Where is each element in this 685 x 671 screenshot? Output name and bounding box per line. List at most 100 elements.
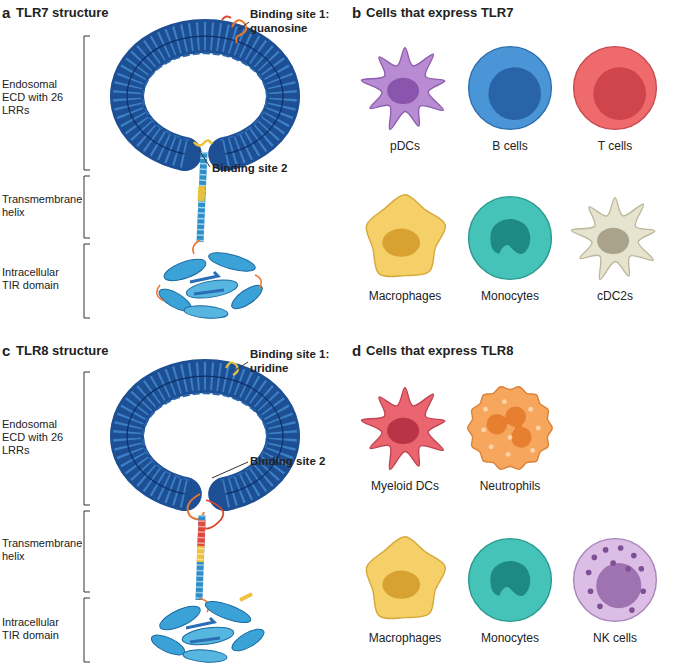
tm-helix-coil — [200, 152, 204, 242]
granule — [588, 588, 594, 594]
panel-letter: a — [2, 4, 16, 22]
cell-shape — [568, 533, 662, 627]
cell-shape — [463, 533, 557, 627]
binding-site-label: Binding site 2 — [250, 455, 350, 469]
cell-label: Macrophages — [350, 631, 460, 645]
cell-node: Neutrophils — [455, 381, 565, 493]
granule — [528, 407, 533, 412]
cell-nucleus — [488, 67, 541, 120]
cell-label: cDC2s — [560, 289, 670, 303]
cell-body — [574, 539, 657, 622]
cell-nucleus — [593, 67, 646, 120]
granule — [603, 547, 609, 553]
cell-shape — [463, 41, 557, 135]
granule — [639, 566, 645, 572]
cell-body — [469, 47, 552, 130]
cell-body — [469, 539, 552, 622]
cell-node: Macrophages — [350, 533, 460, 645]
bracket — [84, 244, 90, 318]
cell-illustration — [463, 533, 557, 627]
cell-nucleus — [597, 228, 629, 254]
lrr-inner-edge — [143, 53, 267, 140]
cell-nucleus — [491, 220, 529, 253]
tir-helix — [149, 631, 188, 659]
leader-line — [234, 362, 248, 371]
bracket — [84, 511, 90, 592]
tir-helix — [183, 648, 228, 663]
cell-shape — [463, 381, 557, 475]
cell-body — [361, 388, 444, 470]
granule — [618, 545, 624, 551]
panel-letter: b — [352, 4, 366, 22]
cell-nucleus — [382, 229, 420, 257]
cell-label: pDCs — [350, 139, 460, 153]
cell-node: Macrophages — [350, 191, 460, 303]
granule — [502, 399, 507, 404]
binding-site-label: Binding site 2 — [212, 162, 312, 176]
cell-shape — [463, 191, 557, 285]
lrr-backbone — [127, 36, 283, 154]
domain-label: Intracellular TIR domain — [2, 266, 78, 292]
granule — [625, 566, 631, 572]
binding-site-label: Binding site 1: uridine — [250, 348, 348, 376]
cell-node: pDCs — [350, 41, 460, 153]
loop — [194, 140, 212, 145]
panel-letter: d — [352, 342, 366, 360]
binding-site-label: Binding site 1: guanosine — [250, 8, 348, 36]
granule — [597, 604, 603, 610]
cell-nucleus — [596, 563, 641, 608]
linker — [193, 240, 200, 254]
cell-body — [366, 195, 445, 277]
cell-body — [366, 537, 445, 619]
cell-body — [574, 47, 657, 130]
cell-node: Monocytes — [455, 191, 565, 303]
tir-helix — [229, 625, 267, 655]
granule — [586, 570, 592, 576]
bracket — [84, 176, 90, 238]
tir-helix-accent — [240, 594, 252, 600]
granule — [530, 448, 535, 453]
panel-title: TLR8 structure — [16, 343, 216, 359]
granule — [592, 555, 598, 561]
leader-line — [212, 462, 248, 478]
domain-label: Transmembrane helix — [2, 537, 82, 563]
cell-nucleus — [387, 418, 419, 444]
cell-body — [571, 198, 654, 280]
leader-line — [238, 22, 249, 30]
domain-label: Endosomal ECD with 26 LRRs — [2, 418, 64, 458]
cell-shape — [358, 41, 452, 135]
bracket — [84, 36, 90, 170]
panel-title: Cells that express TLR7 — [366, 5, 666, 21]
domain-label: Intracellular TIR domain — [2, 616, 78, 642]
lrr-backbone — [127, 376, 283, 494]
cell-body — [468, 387, 553, 470]
granule — [508, 435, 513, 440]
granule — [640, 588, 646, 594]
cell-body — [469, 197, 552, 280]
panel-title: Cells that express TLR8 — [366, 343, 666, 359]
cell-node: NK cells — [560, 533, 670, 645]
cell-illustration — [358, 41, 452, 135]
tm-helix — [200, 152, 204, 242]
domain-label: Endosomal ECD with 26 LRRs — [2, 78, 64, 118]
cell-body — [361, 48, 444, 130]
granule — [481, 427, 486, 432]
nucleus-lobe — [505, 406, 526, 427]
cell-illustration — [358, 381, 452, 475]
cell-shape — [358, 381, 452, 475]
cell-illustration — [568, 191, 662, 285]
panel-letter: c — [2, 342, 16, 360]
cell-illustration — [358, 191, 452, 285]
domain-label: Transmembrane helix — [2, 193, 82, 219]
cell-nucleus — [491, 562, 529, 595]
cell-node: T cells — [560, 41, 670, 153]
cell-illustration — [463, 41, 557, 135]
leader-lines — [199, 22, 249, 478]
cell-label: Macrophages — [350, 289, 460, 303]
nucleus-lobe — [511, 427, 532, 448]
leader-line — [199, 150, 210, 167]
bracket — [84, 598, 90, 662]
tm-helix — [199, 515, 202, 600]
granule — [536, 426, 541, 431]
